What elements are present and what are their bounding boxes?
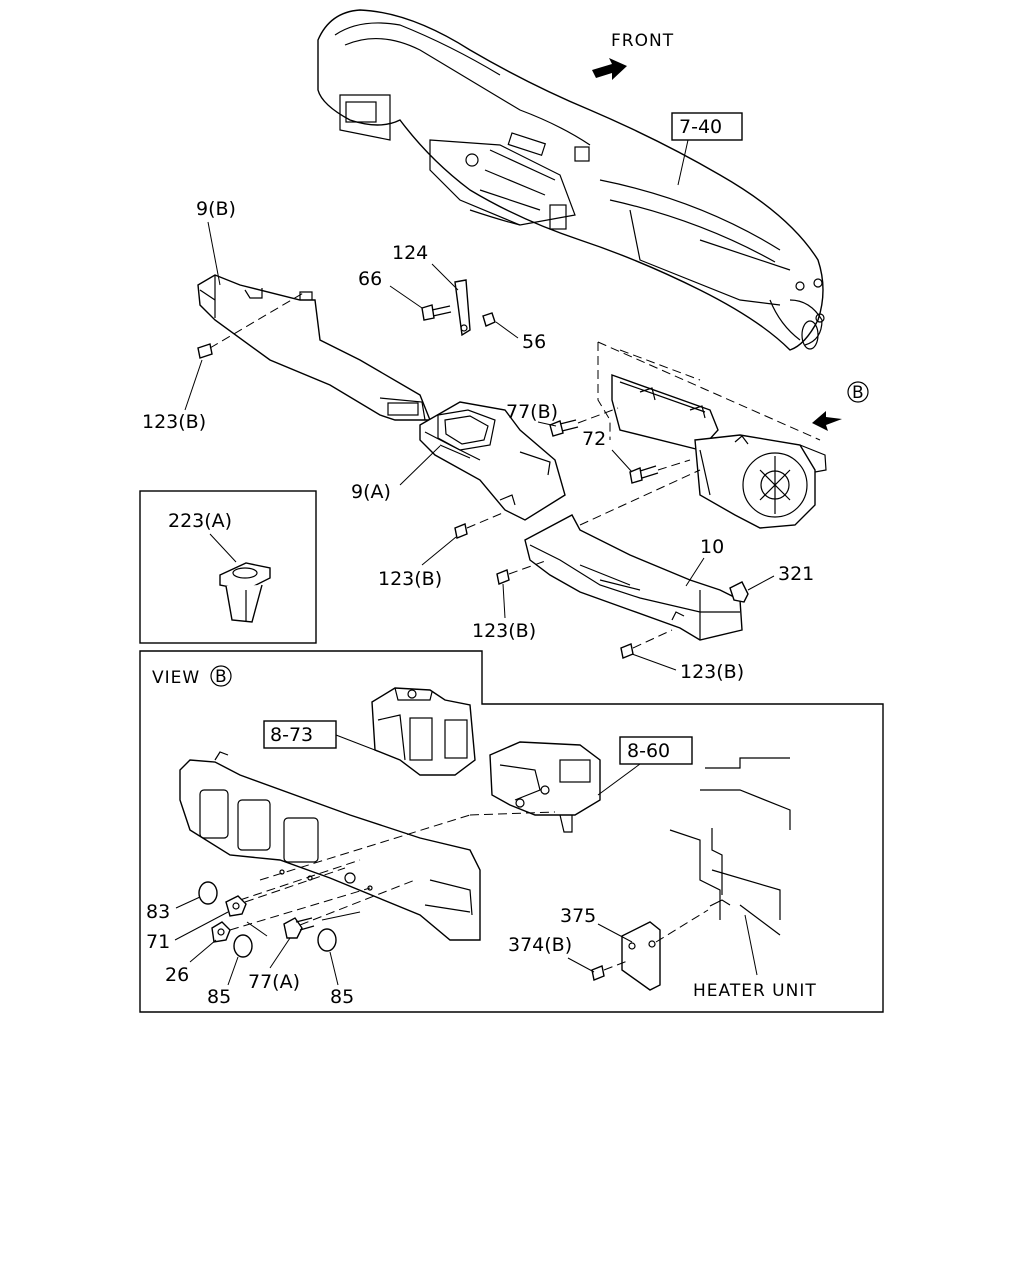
evaporator-unit [489, 741, 601, 833]
nut-56 [482, 312, 496, 327]
arrow-front-icon [592, 58, 627, 80]
nut-26 [211, 921, 231, 943]
callout-71: 71 [146, 931, 170, 953]
inset-223a: 223(A) [139, 490, 317, 644]
view-b-title-marker: B [215, 667, 228, 687]
callout-375: 375 [560, 905, 596, 927]
callout-66: 66 [358, 268, 382, 290]
callout-9b: 9(B) [196, 198, 236, 220]
duct-10 [524, 514, 743, 641]
grommet-85-right [317, 928, 337, 952]
heater-unit-upper [597, 341, 827, 529]
ref-7-40-label: 7-40 [679, 116, 722, 138]
ref-8-60: 8-60 [597, 736, 693, 796]
callout-9a: 9(A) [351, 481, 391, 503]
ref-8-60-label: 8-60 [627, 740, 670, 762]
callout-56: 56 [522, 331, 546, 353]
screw-374b [591, 959, 631, 981]
callout-321: 321 [778, 563, 814, 585]
nut-71 [225, 895, 247, 917]
arrow-view-b-icon [812, 411, 842, 431]
screw-123b-2 [454, 511, 506, 539]
ref-8-73-label: 8-73 [270, 724, 313, 746]
ref-8-73: 8-73 [263, 720, 381, 753]
callout-123b-1: 123(B) [142, 411, 206, 433]
heater-unit-label: HEATER UNIT [693, 981, 817, 1001]
dashboard-panel [317, 9, 825, 351]
front-label: FRONT [611, 31, 674, 51]
screw-123b-3 [496, 559, 549, 585]
blower-unit [371, 687, 476, 776]
callout-123b-4: 123(B) [680, 661, 744, 683]
callout-10: 10 [700, 536, 724, 558]
front-direction: FRONT [592, 31, 674, 80]
callout-83: 83 [146, 901, 170, 923]
bolt-77a [283, 917, 315, 939]
screw-123b-4 [620, 629, 673, 659]
dash-panel-lower [179, 751, 481, 941]
callout-77a: 77(A) [248, 971, 300, 993]
bracket-124 [454, 279, 471, 337]
callout-123b-3: 123(B) [472, 620, 536, 642]
callout-374b: 374(B) [508, 934, 572, 956]
bolt-77b [549, 407, 619, 437]
view-b-indicator: B [812, 381, 869, 431]
callout-85-left: 85 [207, 986, 231, 1008]
grommet-83 [198, 881, 218, 905]
bracket-375 [621, 909, 709, 991]
view-b-marker: B [852, 383, 865, 403]
view-b-panel: VIEW B [139, 650, 884, 1013]
bolt-72 [629, 459, 691, 484]
view-b-title: VIEW [152, 668, 200, 688]
bolt-66 [421, 304, 452, 321]
heater-unit-lower [669, 757, 791, 976]
callout-223a: 223(A) [168, 510, 232, 532]
grommet-85-left [233, 934, 253, 958]
callout-85-right: 85 [330, 986, 354, 1008]
clip-321 [729, 581, 749, 603]
callout-26: 26 [165, 964, 189, 986]
ref-7-40: 7-40 [671, 112, 743, 186]
callout-77b: 77(B) [506, 401, 558, 423]
duct-9a [419, 401, 566, 521]
duct-9b [197, 274, 432, 421]
callout-124: 124 [392, 242, 428, 264]
callout-72: 72 [582, 428, 606, 450]
screw-123b-1 [197, 291, 306, 359]
callout-123b-2: 123(B) [378, 568, 442, 590]
